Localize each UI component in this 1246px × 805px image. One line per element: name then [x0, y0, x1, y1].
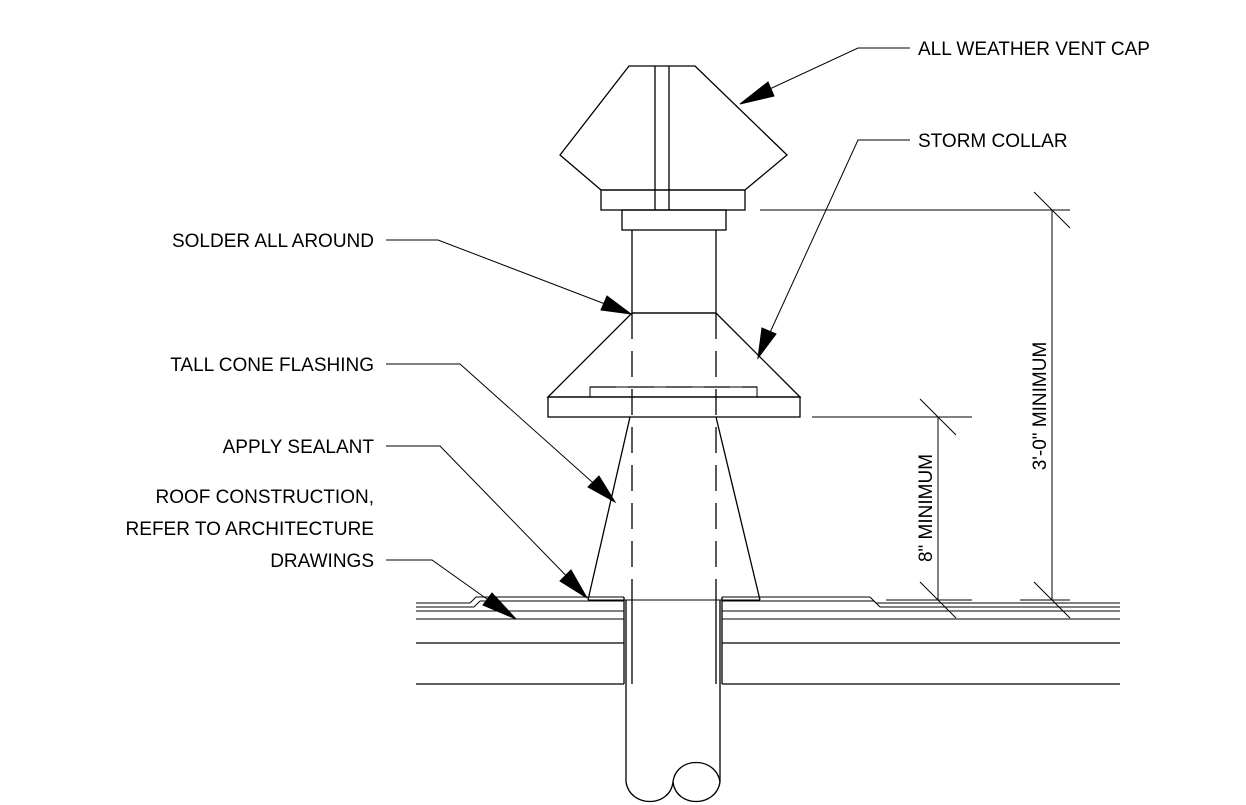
- leader-sealant: [386, 445, 588, 599]
- label-roof-line-3: DRAWINGS: [270, 551, 374, 572]
- label-storm-collar: STORM COLLAR: [918, 131, 1068, 152]
- roof-construction: [416, 596, 1120, 685]
- leader-storm-collar: [757, 139, 910, 360]
- label-cone-flashing: TALL CONE FLASHING: [170, 355, 374, 376]
- vent-cap: [559, 65, 788, 231]
- storm-collar: [546, 312, 802, 418]
- cone-flashing: [587, 416, 761, 601]
- leader-cone-flashing: [386, 363, 617, 504]
- dimension-8-minimum: [812, 398, 972, 619]
- dimension-8-text: 8" MINIMUM: [916, 454, 937, 562]
- dimension-36-minimum: [760, 191, 1071, 619]
- leader-solder: [386, 239, 633, 315]
- leader-vent-cap: [739, 47, 910, 105]
- dimension-36-text: 3'-0" MINIMUM: [1030, 342, 1051, 471]
- label-sealant: APPLY SEALANT: [223, 437, 375, 458]
- label-roof-line-2: REFER TO ARCHITECTURE: [126, 519, 374, 540]
- leader-roof: [386, 559, 517, 620]
- label-solder: SOLDER ALL AROUND: [172, 231, 374, 252]
- vent-pipe: [625, 230, 721, 803]
- label-roof-line-1: ROOF CONSTRUCTION,: [156, 487, 375, 508]
- label-vent-cap: ALL WEATHER VENT CAP: [918, 39, 1150, 60]
